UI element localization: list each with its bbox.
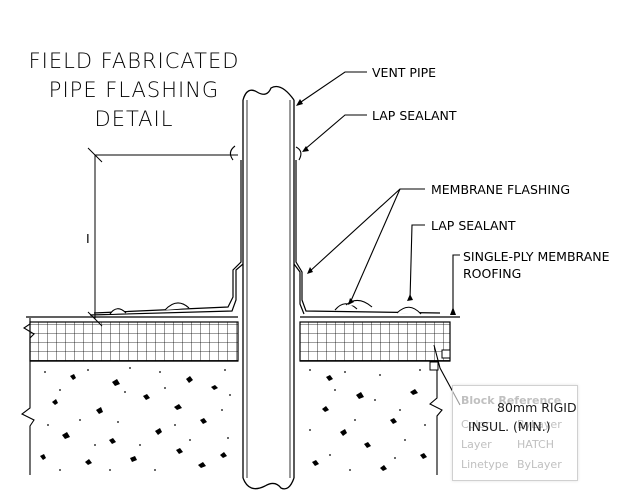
rigid-insulation[interactable] (29, 321, 451, 362)
tooltip-key: Layer (461, 438, 492, 451)
title-line-2: PIPE FLASHING (49, 78, 219, 102)
concrete-deck[interactable] (30, 360, 450, 475)
label-insulation-2: INSUL. (MIN.) (468, 419, 551, 434)
leader-arrowheads (296, 99, 456, 315)
label-single-ply-1: SINGLE-PLY MEMBRANE (463, 249, 610, 264)
vent-pipe[interactable] (242, 85, 295, 490)
tooltip-key: Linetype (461, 458, 509, 471)
concrete-aggregate (40, 374, 427, 471)
label-membrane-flashing: MEMBRANE FLASHING (431, 182, 570, 197)
tooltip-value: ByLayer (517, 418, 562, 431)
tooltip-value: ByLayer (517, 458, 562, 471)
membrane-flashing-left[interactable] (89, 160, 244, 316)
title-line-3: DETAIL (95, 107, 174, 131)
label-lap-sealant-top: LAP SEALANT (372, 108, 457, 123)
concrete-dots (44, 367, 426, 471)
membrane-flashing-right[interactable] (293, 160, 441, 315)
tooltip-row-color: Color ByLayer (461, 418, 562, 431)
label-insulation-1: 80mm RIGID (497, 400, 577, 415)
title-line-1: FIELD FABRICATED (29, 49, 240, 73)
tooltip-row-linetype: Linetype ByLayer (461, 458, 562, 471)
tooltip-row-layer: Layer HATCH (461, 438, 554, 451)
dimension-mark: I (86, 231, 90, 246)
drawing-title: FIELD FABRICATED PIPE FLASHING DETAIL (29, 49, 240, 131)
label-vent-pipe: VENT PIPE (372, 65, 436, 80)
label-single-ply-2: ROOFING (463, 266, 521, 281)
tooltip-title: Block Reference (461, 394, 562, 407)
label-lap-sealant: LAP SEALANT (431, 218, 516, 233)
break-lines (20, 318, 443, 475)
dimension-line[interactable] (87, 147, 238, 327)
tooltip-key: Color (461, 418, 490, 431)
lap-sealant-beads[interactable] (109, 145, 422, 315)
grip-squares[interactable] (429, 349, 451, 371)
tooltip-value: HATCH (517, 438, 554, 451)
